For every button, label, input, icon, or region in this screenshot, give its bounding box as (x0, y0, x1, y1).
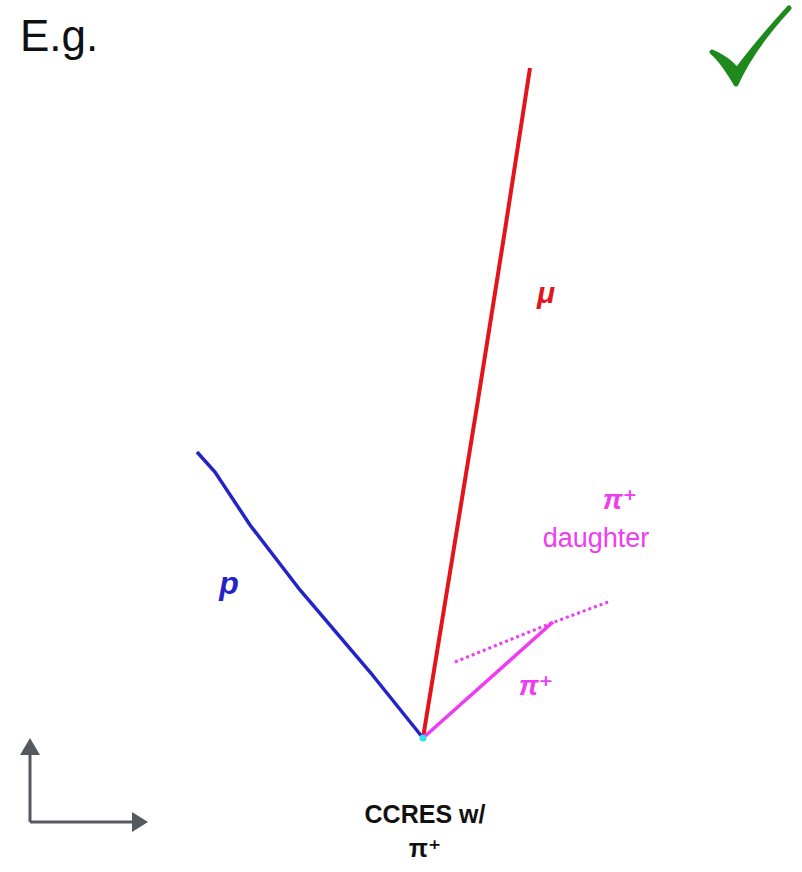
pion-track (423, 622, 553, 738)
muon-track (423, 68, 530, 738)
proton-track (197, 452, 423, 738)
event-caption: CCRES w/ π⁺ (350, 798, 500, 866)
axis-arrowhead (132, 812, 148, 832)
slide-title: E.g. (20, 10, 98, 62)
daughter-track (549, 602, 608, 624)
daughter-label: daughter (543, 520, 650, 556)
daughter-track (455, 624, 549, 662)
axis-arrowhead (20, 738, 40, 755)
vertex-dot (420, 735, 427, 742)
check-mark (712, 8, 789, 84)
particle-label: p (219, 562, 239, 605)
particle-label: π⁺ (603, 481, 638, 519)
particle-label: π⁺ (519, 667, 554, 705)
particle-label: μ (537, 273, 555, 314)
axes-symbol (30, 752, 135, 822)
